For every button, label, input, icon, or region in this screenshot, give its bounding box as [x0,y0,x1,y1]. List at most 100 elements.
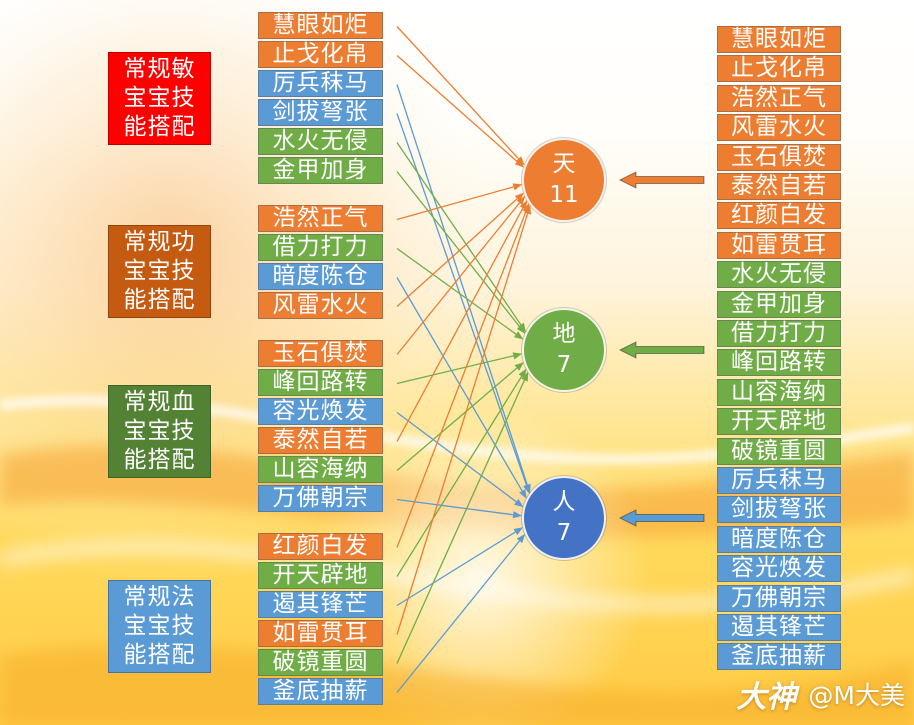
connector-arrowhead [516,533,526,544]
right-skill-box: 釜底抽薪 [717,643,841,670]
category-label-line: 常规敏 [123,56,196,82]
left-skill-box: 借力打力 [258,234,383,261]
right-skill-box: 剑拔弩张 [717,496,841,523]
connector-line [396,207,524,442]
category-label-line: 能搭配 [123,447,196,473]
pointer-arrow [618,341,705,359]
right-skill-box: 暗度陈仓 [717,526,841,553]
left-skill-box: 慧眼如炬 [258,12,383,39]
left-skill-box: 玉石俱焚 [258,340,383,367]
left-skill-box: 红颜白发 [258,533,383,560]
category-box-agility: 常规敏 宝宝技 能搭配 [108,52,211,145]
connector-arrowhead [514,362,524,371]
right-skill-box: 风雷水火 [717,114,841,141]
category-label-line: 宝宝技 [123,613,196,639]
connector-arrowhead [513,527,524,536]
connector-line [396,498,514,516]
connector-arrowhead [512,183,523,191]
watermark: 大神 @M大美 [736,672,905,716]
left-skill-box: 剑拔弩张 [258,99,383,126]
pointer-arrow [618,171,705,189]
right-skill-box: 借力打力 [717,320,841,347]
right-skill-box: 如雷贯耳 [717,232,841,259]
pointer-arrow [618,509,705,527]
connector-arrowhead [512,511,523,519]
connector-line [396,186,514,221]
right-skill-box: 浩然正气 [717,85,841,112]
left-skill-box: 风雷水火 [258,292,383,319]
connector-arrowhead [514,158,524,168]
category-label-line: 能搭配 [123,287,196,313]
right-skill-box: 水火无侵 [717,261,841,288]
right-skill-box: 金甲加身 [717,291,841,318]
category-label-line: 宝宝技 [123,85,196,111]
left-skill-box: 暗度陈仓 [258,263,383,290]
connector-arrowhead [521,371,529,382]
left-skill-box: 厉兵秣马 [258,70,383,97]
left-skill-box: 容光焕发 [258,398,383,425]
left-skill-box: 水火无侵 [258,128,383,155]
right-skill-box: 止戈化帛 [717,55,841,82]
right-skill-box: 慧眼如炬 [717,26,841,53]
background-wave [0,645,914,725]
right-skill-box: 厉兵秣马 [717,467,841,494]
node-name: 天 [552,151,576,177]
left-skill-box: 止戈化帛 [258,41,383,68]
connector-line [396,202,520,355]
category-label-line: 宝宝技 [123,258,196,284]
connector-arrowhead [519,200,528,210]
connector-line [396,540,520,693]
connector-arrowhead [514,498,524,508]
watermark-logo: 大神 [736,680,797,715]
connector-line [396,213,529,635]
category-box-magic: 常规法 宝宝技 能搭配 [108,580,211,673]
connector-arrowhead [516,195,526,206]
connector-line [396,171,521,328]
right-skill-box: 开天辟地 [717,408,841,435]
category-label-line: 能搭配 [123,642,196,668]
right-skill-box: 山容海纳 [717,379,841,406]
connector-arrowhead [516,324,526,334]
left-skill-box: 泰然自若 [258,427,383,454]
connector-line [396,355,514,385]
connector-arrowhead [519,489,527,499]
left-skill-box: 开天辟地 [258,562,383,589]
right-skill-box: 破镜重圆 [717,438,841,465]
connector-line [396,379,526,664]
left-skill-box: 浩然正气 [258,205,383,232]
connector-arrowhead [524,204,532,215]
connector-line [396,411,517,503]
category-label-line: 常规血 [123,389,196,415]
category-label-line: 常规功 [123,229,196,255]
right-skill-box: 遏其锋芒 [717,614,841,641]
connector-arrowhead [513,331,524,340]
left-skill-box: 山容海纳 [258,456,383,483]
connector-line [396,198,518,307]
left-skill-box: 如雷贯耳 [258,620,383,647]
node-heaven: 天 11 [522,138,606,222]
left-skill-box: 遏其锋芒 [258,591,383,618]
node-name: 地 [552,321,576,347]
category-label-line: 能搭配 [123,114,196,140]
right-skill-box: 万佛朝宗 [717,585,841,612]
node-count: 11 [549,182,579,208]
left-skill-box: 釜底抽薪 [258,678,383,705]
node-earth: 地 7 [522,308,606,392]
connector-line [396,113,528,486]
node-count: 7 [556,520,572,546]
connector-line [396,142,522,326]
right-skill-box: 红颜白发 [717,202,841,229]
connector-line [396,211,527,548]
connector-line [396,375,523,577]
category-label-line: 宝宝技 [123,418,196,444]
right-skill-box: 泰然自若 [717,173,841,200]
right-skill-box: 玉石俱焚 [717,144,841,171]
left-skill-box: 万佛朝宗 [258,485,383,512]
node-human: 人 7 [522,476,606,560]
connector-line [396,531,516,607]
connector-line [396,84,528,486]
left-skill-box: 金甲加身 [258,157,383,184]
category-label-line: 常规法 [123,584,196,610]
